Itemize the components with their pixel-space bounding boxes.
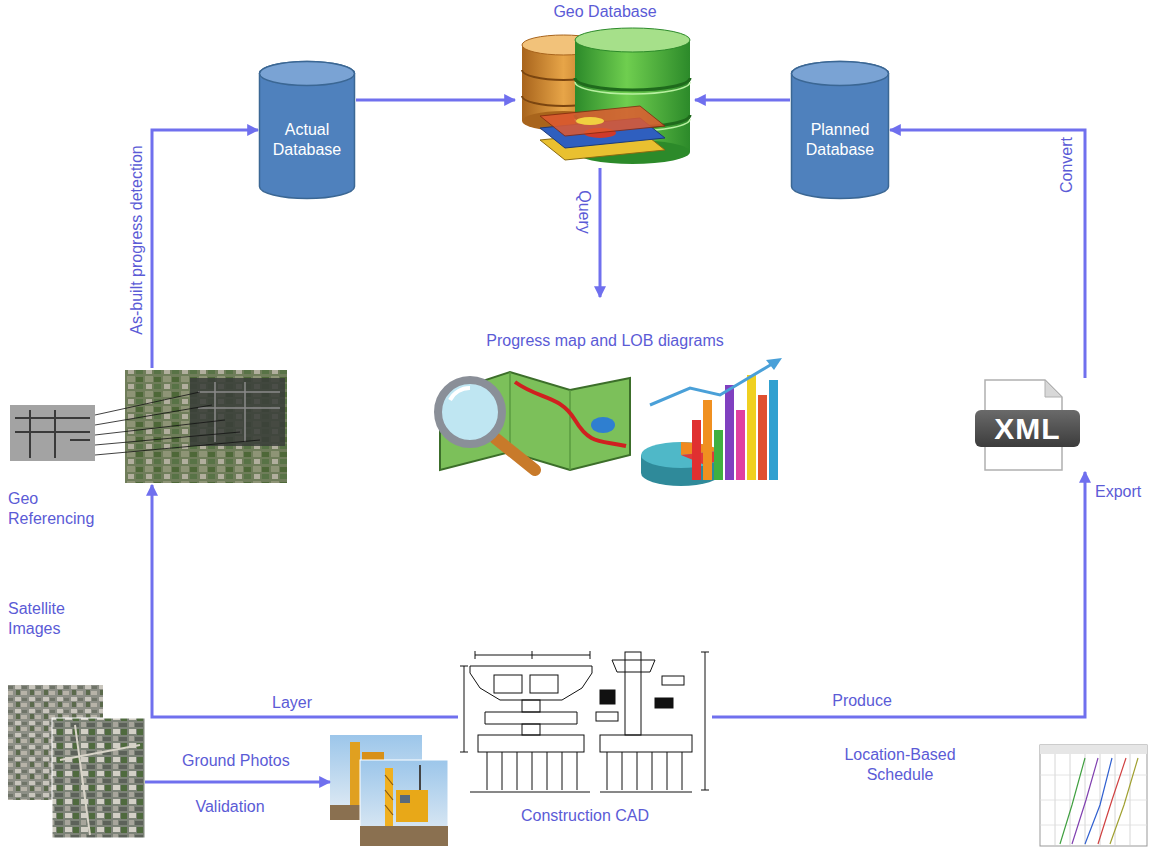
database-heading: Geo Database xyxy=(515,2,695,168)
caption-text: Progress map and LOB diagrams xyxy=(415,331,795,351)
edge-label: Produce xyxy=(832,691,892,710)
flow-arrow xyxy=(145,781,330,784)
schedule-chart xyxy=(1040,745,1147,846)
image-figure: Ground Photos xyxy=(330,735,448,846)
georeferencing-figure xyxy=(10,370,287,483)
caption-text: Geo Referencing xyxy=(8,489,108,529)
caption-text: XML xyxy=(975,410,1080,447)
cad-drawing xyxy=(460,651,709,792)
cylinder-body xyxy=(792,62,889,199)
chart-icon xyxy=(641,358,782,486)
database-label: Actual Database xyxy=(262,120,352,160)
image-figure: Geo Referencing xyxy=(8,368,288,485)
edge-label: As-built progress detection xyxy=(127,145,146,334)
cylinder-body xyxy=(260,62,355,199)
image-figure: Location-Based Schedule xyxy=(1040,745,1147,846)
cylinder-top xyxy=(792,62,889,86)
flow-arrow xyxy=(712,472,1085,717)
edge-label: Query xyxy=(575,190,594,234)
edge-label: Convert xyxy=(1057,137,1076,193)
output-illustration: Progress map and LOB diagrams xyxy=(415,297,795,495)
drawing-figure: Construction CAD xyxy=(458,648,712,794)
flow-arrow xyxy=(152,485,458,717)
database-cylinder: Actual Database xyxy=(258,60,356,200)
ground-photos xyxy=(330,735,448,846)
flow-arrow xyxy=(599,168,602,297)
caption-text: Satellite Images xyxy=(8,599,98,639)
edge-label: Validation xyxy=(195,797,264,816)
satellite-images xyxy=(8,685,145,838)
cylinder-top xyxy=(260,62,355,86)
caption-text: Construction CAD xyxy=(458,806,712,826)
flow-arrow xyxy=(356,99,515,102)
xml-file-icon xyxy=(975,380,1080,470)
geodatabase-icon xyxy=(522,28,690,164)
caption-text: Ground Photos xyxy=(182,751,322,771)
file-icon: XMLExport xyxy=(975,378,1090,472)
database-cylinder: Planned Database xyxy=(790,60,890,200)
database-label: Planned Database xyxy=(794,120,886,160)
caption-text: Export xyxy=(1095,482,1150,502)
caption-text: Geo Database xyxy=(515,2,695,22)
caption-text: Location-Based Schedule xyxy=(825,745,975,785)
flow-arrow xyxy=(695,99,790,102)
flow-arrow xyxy=(890,130,1085,378)
edge-label: Layer xyxy=(272,693,312,712)
image-figure: Satellite Images xyxy=(8,685,145,838)
flow-arrow xyxy=(152,130,258,368)
map-icon xyxy=(438,372,630,470)
